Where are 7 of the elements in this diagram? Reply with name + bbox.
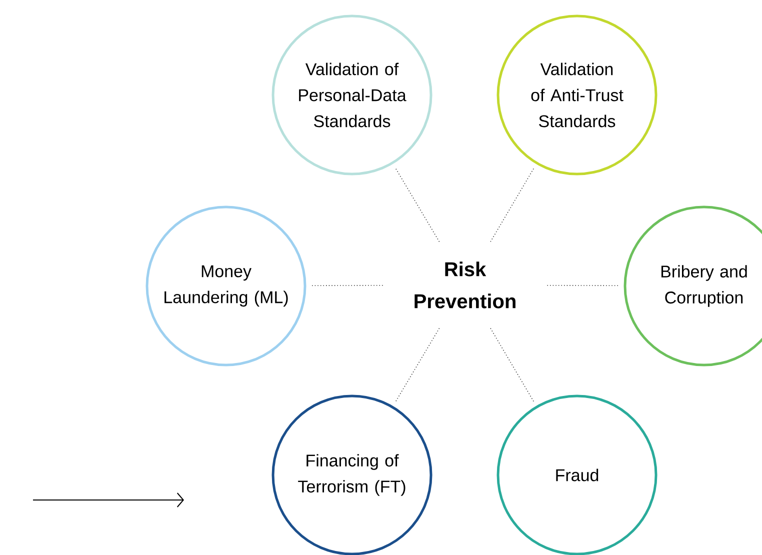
- dotted-connector: [394, 167, 440, 242]
- dotted-connector: [546, 284, 620, 286]
- dotted-connector: [490, 167, 535, 242]
- dotted-connector: [310, 284, 384, 286]
- dotted-connector: [490, 328, 535, 403]
- center-label: Risk Prevention: [414, 262, 516, 308]
- dotted-connector: [394, 328, 440, 403]
